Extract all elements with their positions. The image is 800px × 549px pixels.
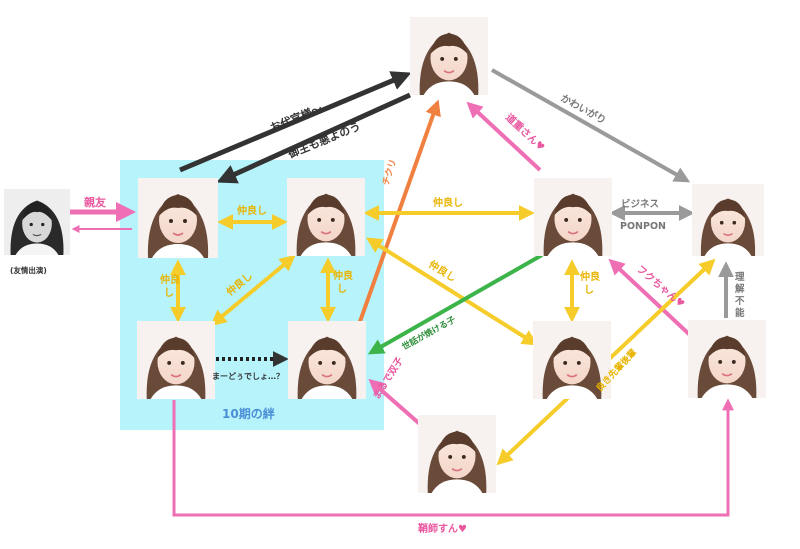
label-nakayoshi-senior-junior-a: 仲良	[580, 270, 600, 283]
label-madoo: まーどぅでしょ…？	[212, 371, 284, 381]
group-label: 10期の絆	[222, 406, 275, 421]
label-nakayoshi-m2-m4-a: 仲良	[333, 269, 353, 282]
portrait-m1	[138, 178, 218, 258]
portrait-guest	[4, 188, 70, 256]
label-rikaifunou-4: 能	[735, 307, 745, 319]
label-shinyu: 親友	[84, 195, 106, 209]
label-business: ビジネス	[621, 198, 659, 210]
arrow-senior-center-to-m4	[367, 253, 543, 355]
label-ponpon: PONPON	[620, 221, 666, 232]
portrait-m3	[137, 320, 215, 400]
portrait-senior-right	[692, 183, 764, 257]
arrow-m3-m2	[210, 254, 296, 327]
label-nakayoshi-m2-m4-b: し	[337, 283, 347, 295]
label-sayashisun: 鞘師すん♥	[418, 522, 467, 535]
arrow-m3-to-junior-right	[172, 398, 734, 517]
arrow-senior-center-to-leader	[466, 101, 542, 172]
label-rikaifunou-3: 不	[735, 296, 745, 307]
label-nakayoshi-m1-m3-b: し	[164, 287, 174, 299]
arrow-m1-to-leader	[179, 71, 412, 173]
label-rikaifunou-2: 解	[735, 283, 745, 295]
portrait-m4	[288, 320, 366, 400]
portrait-leader	[410, 16, 488, 96]
guest-caption: (友情出演)	[10, 265, 47, 275]
label-fukuchan: フクちゃん♥	[634, 263, 687, 310]
arrow-leader-to-m1	[216, 92, 412, 184]
label-nakayoshi-senior-junior-b: し	[584, 284, 594, 296]
portrait-junior-right	[688, 319, 766, 399]
label-rikaifunou-1: 理	[735, 272, 745, 283]
label-nakayoshi-m2-senior: 仲良し	[433, 196, 463, 209]
arrow-leader-to-senior-right	[491, 68, 691, 183]
portrait-senior-center	[534, 177, 612, 257]
arrow-m2-junior-center	[365, 237, 539, 346]
label-nakayoshi-m1-m3-a: 仲良	[160, 273, 180, 286]
label-odaikan: お代官様〜	[268, 101, 324, 135]
portrait-m2	[287, 177, 365, 257]
portrait-junior-bottom	[418, 414, 496, 494]
label-nakayoshi-m1-m2: 仲良し	[237, 204, 267, 217]
label-michishige: 道重さん♥	[503, 111, 548, 154]
